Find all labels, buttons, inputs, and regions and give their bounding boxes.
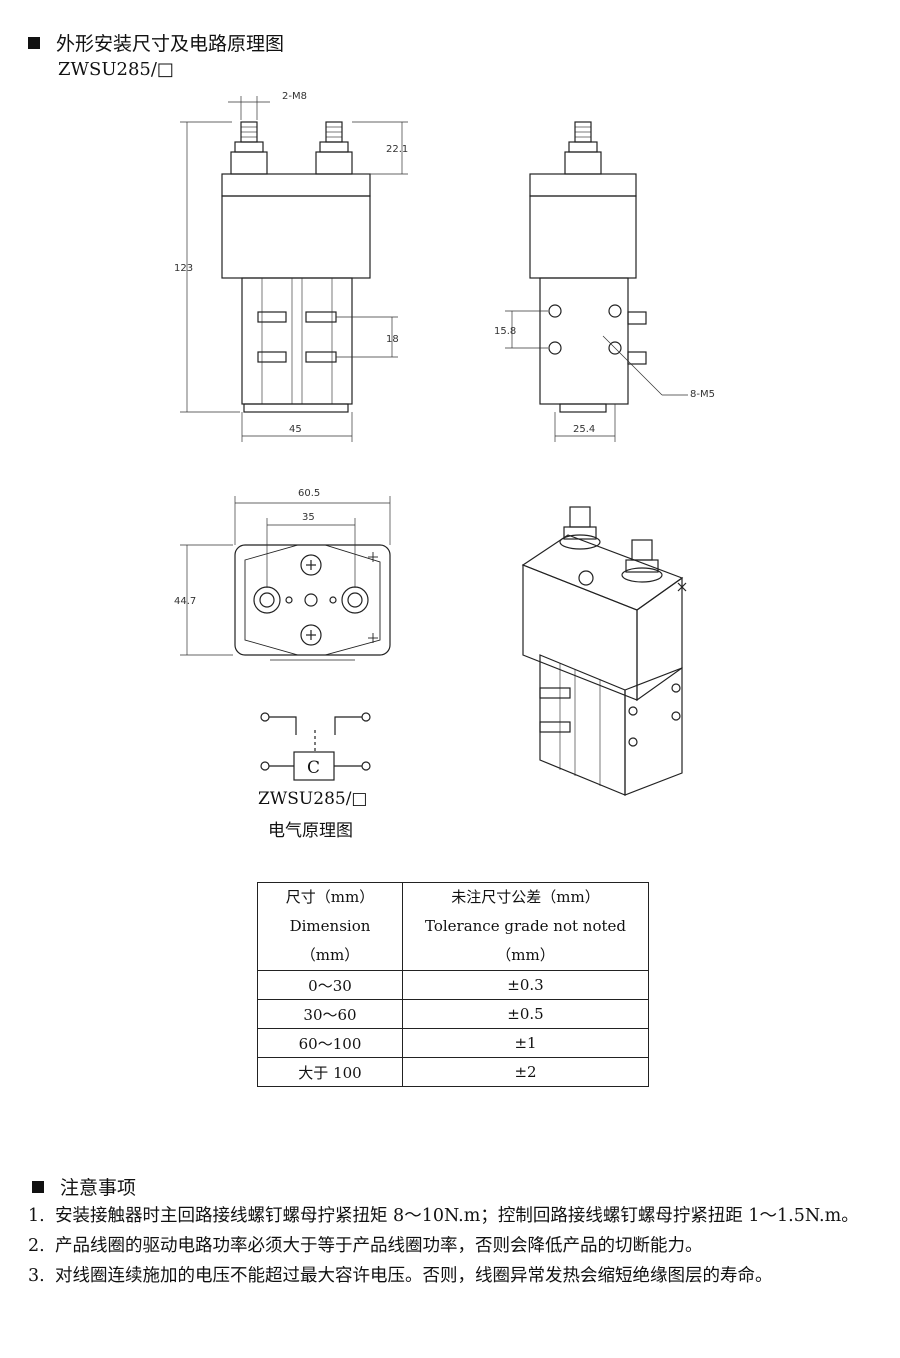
note-text: 产品线圈的驱动电路功率必须大于等于产品线圈功率，否则会降低产品的切断能力。 — [55, 1236, 703, 1256]
dim-coil-pitch: 18 — [386, 334, 399, 345]
dim-width: 45 — [289, 424, 302, 435]
dim-terminal-pitch: 35 — [302, 512, 315, 523]
section-title-drawings: 外形安装尺寸及电路原理图 — [28, 29, 284, 56]
header-tolerance-en: Tolerance grade not noted — [424, 917, 626, 935]
bullet-square-icon — [28, 37, 40, 49]
table-cell-range: 60～100 — [257, 1028, 403, 1058]
front-view: 2-M8 22.1 123 18 45 — [174, 91, 408, 442]
header-dimension-unit: （mm） — [300, 946, 360, 964]
table-cell-range: 30～60 — [257, 999, 403, 1029]
dim-height: 123 — [174, 263, 193, 274]
electrical-schematic: C — [260, 712, 371, 781]
dim-side-width: 25.4 — [573, 424, 595, 435]
dim-overall: 60.5 — [298, 488, 320, 499]
table-cell-tolerance: ±0.3 — [402, 970, 649, 1000]
coil-label: C — [307, 758, 320, 778]
dim-holes: 8-M5 — [690, 389, 715, 400]
table-row: 0～30 ±0.3 — [257, 970, 649, 1000]
table-cell-tolerance: ±0.5 — [402, 999, 649, 1029]
header-tolerance: 未注尺寸公差（mm） Tolerance grade not noted （mm… — [402, 882, 649, 971]
dim-terminal-height: 22.1 — [386, 144, 408, 155]
technical-drawings: 2-M8 22.1 123 18 45 15.8 — [174, 91, 715, 796]
table-cell-tolerance: ±1 — [402, 1028, 649, 1058]
bullet-square-icon — [32, 1181, 44, 1193]
table-row: 60～100 ±1 — [257, 1028, 649, 1058]
top-view: 60.5 35 44.7 — [174, 488, 391, 661]
notes-title-text: 注意事项 — [60, 1177, 137, 1199]
side-view: 15.8 8-M5 25.4 — [494, 121, 715, 442]
note-text: 安装接触器时主回路接线螺钉螺母拧紧扭矩 8～10N.m；控制回路接线螺钉螺母拧紧… — [55, 1206, 859, 1226]
schematic-model: ZWSU285/□ — [258, 789, 368, 809]
header-tolerance-unit: （mm） — [496, 946, 555, 964]
header-dimension: 尺寸（mm） Dimension （mm） — [257, 882, 403, 971]
isometric-view — [521, 506, 687, 796]
note-number: 2. — [28, 1236, 45, 1256]
notes-list: 1. 安装接触器时主回路接线螺钉螺母拧紧扭矩 8～10N.m；控制回路接线螺钉螺… — [28, 1201, 868, 1291]
schematic-caption: 电气原理图 — [268, 821, 353, 841]
note-number: 3. — [28, 1266, 45, 1286]
dim-thread: 2-M8 — [282, 91, 307, 102]
section-title-text: 外形安装尺寸及电路原理图 — [56, 33, 285, 55]
table-cell-range: 大于 100 — [257, 1057, 403, 1087]
note-text: 对线圈连续施加的电压不能超过最大容许电压。否则，线圈异常发热会缩短绝缘图层的寿命… — [55, 1266, 773, 1286]
note-number: 1. — [28, 1206, 45, 1226]
model-number: ZWSU285/□ — [58, 59, 174, 80]
table-row: 大于 100 ±2 — [257, 1057, 649, 1087]
table-row: 30～60 ±0.5 — [257, 999, 649, 1029]
tolerance-table: 尺寸（mm） Dimension （mm） 未注尺寸公差（mm） Toleran… — [257, 882, 649, 1087]
table-cell-range: 0～30 — [257, 970, 403, 1000]
note-item: 3. 对线圈连续施加的电压不能超过最大容许电压。否则，线圈异常发热会缩短绝缘图层… — [28, 1261, 868, 1291]
dim-hole-pitch: 15.8 — [494, 326, 516, 337]
table-cell-tolerance: ±2 — [402, 1057, 649, 1087]
header-dimension-en: Dimension — [289, 917, 371, 935]
section-title-notes: 注意事项 — [32, 1173, 136, 1200]
table-header-row: 尺寸（mm） Dimension （mm） 未注尺寸公差（mm） Toleran… — [257, 882, 649, 971]
header-tolerance-zh: 未注尺寸公差（mm） — [451, 888, 600, 906]
note-item: 1. 安装接触器时主回路接线螺钉螺母拧紧扭矩 8～10N.m；控制回路接线螺钉螺… — [28, 1201, 868, 1231]
dim-depth: 44.7 — [174, 596, 196, 607]
header-dimension-zh: 尺寸（mm） — [285, 888, 375, 906]
note-item: 2. 产品线圈的驱动电路功率必须大于等于产品线圈功率，否则会降低产品的切断能力。 — [28, 1231, 868, 1261]
